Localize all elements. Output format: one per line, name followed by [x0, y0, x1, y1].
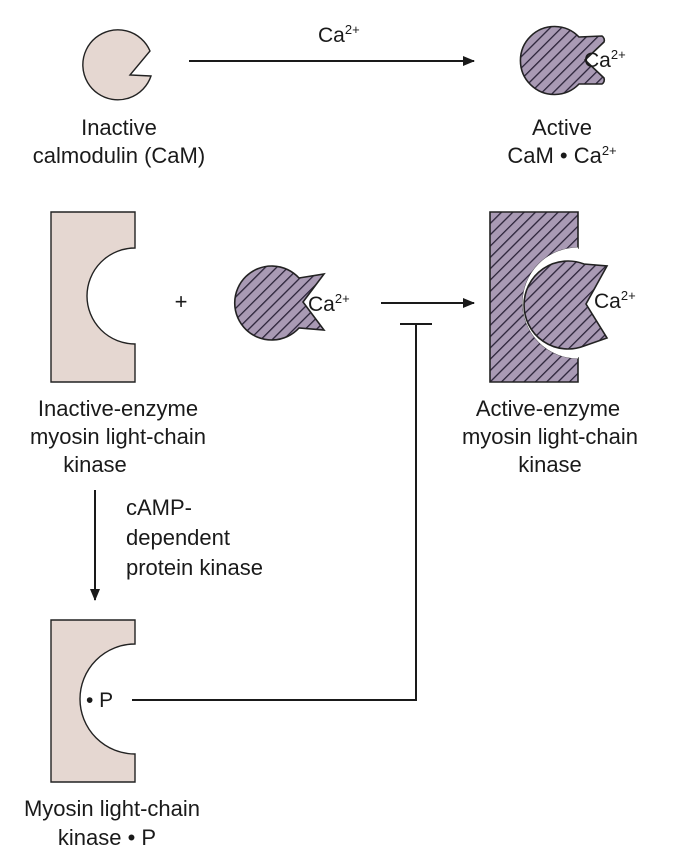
inactive-enzyme-shape: [50, 211, 136, 383]
inactive-enzyme-label-2: myosin light-chain: [30, 424, 206, 449]
active-calmodulin-ion: Ca2+: [584, 47, 626, 72]
active-enzyme-ion: Ca2+: [594, 288, 636, 313]
phosphorylated-enzyme-label-2: kinase • P: [58, 825, 156, 850]
calmodulin-ca-complex-shape: [233, 265, 326, 341]
plus-sign: +: [175, 289, 188, 314]
inactive-calmodulin-label-1: Inactive: [81, 115, 157, 140]
bound-calmodulin-shape: [523, 260, 609, 350]
active-calmodulin-shape: [519, 25, 606, 96]
pathway-label-2: dependent: [126, 525, 230, 550]
phosphorylated-enzyme-shape: [50, 619, 136, 783]
phosphate-label: • P: [86, 689, 113, 712]
active-enzyme-label-3: kinase: [518, 452, 582, 477]
active-enzyme-label-1: Active-enzyme: [476, 396, 620, 421]
phosphorylated-enzyme-label-1: Myosin light-chain: [24, 796, 200, 821]
inactive-enzyme-label-3: kinase: [63, 452, 127, 477]
active-calmodulin-label-2: CaM • Ca2+: [507, 143, 616, 168]
arrow-ion-label: Ca2+: [318, 22, 360, 47]
inhibition-line: [132, 324, 417, 701]
inactive-calmodulin-shape: [82, 29, 152, 101]
pathway-label-1: cAMP-: [126, 495, 192, 520]
inactive-enzyme-label-1: Inactive-enzyme: [38, 396, 198, 421]
complex-ion-label: Ca2+: [308, 291, 350, 316]
active-calmodulin-label-1: Active: [532, 115, 592, 140]
pathway-label-3: protein kinase: [126, 555, 263, 580]
active-enzyme-label-2: myosin light-chain: [462, 424, 638, 449]
inactive-calmodulin-label-2: calmodulin (CaM): [33, 143, 205, 168]
